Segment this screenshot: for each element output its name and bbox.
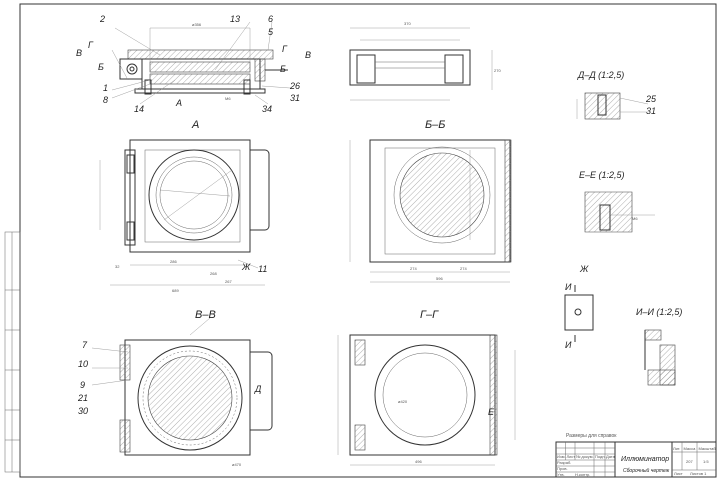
side-view [349,27,493,101]
section-mark-g-right: Г [282,44,288,54]
view-title-gg: Г–Г [420,309,439,321]
dim-ee-thread: М6 [632,216,638,221]
callout-30: 30 [78,406,88,416]
view-title-ii: И–И (1:2,5) [636,307,682,317]
callout-31: 31 [290,93,300,103]
section-ee [584,191,655,233]
callout-11: 11 [258,264,267,274]
callout-dd-25: 25 [645,94,657,104]
section-gg [337,334,516,466]
section-mark-v-right: В [305,50,311,60]
callout-7: 7 [82,340,88,350]
view-title-ee: Е–Е (1:2,5) [579,170,625,180]
callout-dd-31: 31 [646,106,656,116]
view-arrow-a: А [175,98,182,108]
dim-a-left: 286 [170,259,177,264]
section-mark-g: Г [88,40,94,50]
col-doc: № докум. [576,454,594,459]
view-title-zh: Ж [579,264,589,274]
lit-label: Лит. [673,446,680,451]
callout-5: 5 [268,27,274,37]
view-title-bb: Б–Б [425,119,445,131]
title-block [555,441,717,478]
view-zh [564,285,594,342]
dim-a-mid: 268 [210,271,217,276]
section-dd [576,92,649,120]
callout-21: 21 [77,393,88,403]
callout-14: 14 [134,104,144,114]
sheet-label: Лист [674,471,683,476]
note-reference-dims: Размеры для справок [566,433,617,439]
section-mark-b: Б [98,62,104,72]
scale-value: 1:5 [703,459,709,464]
section-bb [349,139,512,283]
sheets-label: Листов 1 [690,471,707,476]
dim-gg-w: 496 [415,459,422,464]
section-vv [91,317,273,456]
drawing-name: Иллюминатор [621,456,669,463]
dim-a-off: 32 [115,264,120,269]
callout-8: 8 [103,95,108,105]
drawing-type: Сборочный чертеж [623,467,670,474]
dim-bb-w3: 274 [460,266,467,271]
section-mark-v: В [76,48,82,58]
dim-a-total: 689 [172,288,179,293]
col-izm: Изм. [557,454,566,459]
dim-a-right: 267 [225,279,232,284]
callout-9: 9 [80,380,85,390]
mass-label: Масса [684,446,697,451]
dim-main-thread: М6 [225,96,231,101]
dim-top-w: 370 [404,21,411,26]
dim-gg-dia: ø420 [398,399,408,404]
dim-bb-w1: 596 [436,276,443,281]
callout-13: 13 [230,14,240,24]
callout-34: 34 [262,104,272,114]
row-nkontr: Н.контр. [575,472,590,477]
view-title-dd: Д–Д (1:2,5) [577,70,624,80]
section-mark-i-bottom: И [565,340,572,350]
section-mark-b-right: Б [280,64,286,74]
view-title-a: А [191,119,199,131]
row-prov: Пров. [557,466,568,471]
view-title-vv: В–В [195,309,216,321]
col-sign: Подп. [595,454,606,459]
section-mark-d: Д [254,384,262,394]
row-razrab: Разраб. [557,460,571,465]
dim-main-dia: ø356 [192,22,202,27]
callout-26: 26 [289,81,300,91]
callout-2: 2 [99,14,105,24]
section-ii [644,329,676,386]
row-utv: Утв. [557,472,565,477]
view-a [99,139,270,286]
callout-10: 10 [78,359,88,369]
scale-label: Масштаб [699,446,717,451]
callout-6: 6 [268,14,273,24]
callout-1: 1 [103,83,108,93]
col-date: Дата [606,454,616,459]
main-section-view [111,21,291,105]
col-list: Лист [567,454,576,459]
mass-value: 207 [686,459,693,464]
left-margin-stamp [4,231,21,473]
dim-bb-w2: 274 [410,266,417,271]
section-mark-e: Е [488,407,495,417]
dim-vv-dia: ø470 [232,462,242,467]
view-mark-zh: Ж [241,262,251,272]
section-mark-i-top: И [565,282,572,292]
dim-top-h: 270 [494,68,501,73]
